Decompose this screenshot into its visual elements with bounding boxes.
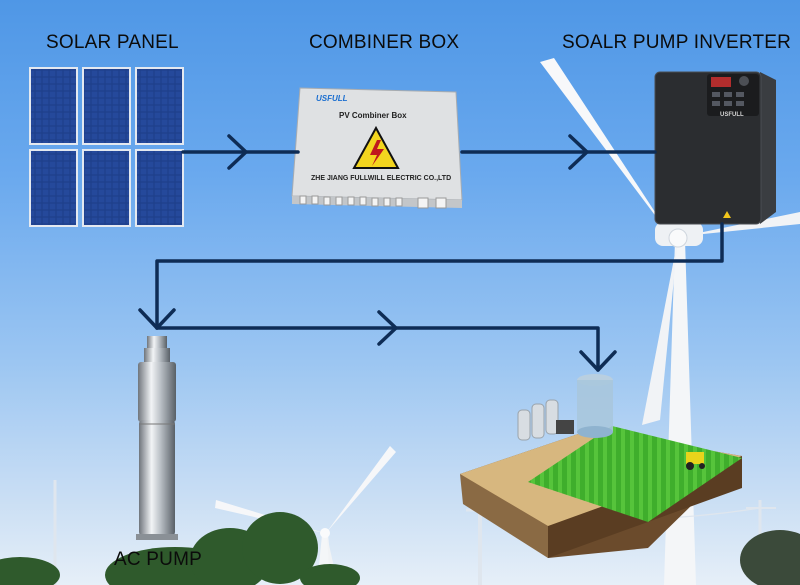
- connector-inverter-to-pump: [155, 222, 724, 330]
- arrow-right-icon: [377, 310, 398, 346]
- trees: [0, 512, 800, 585]
- arrow-down-icon: [579, 350, 617, 372]
- combiner-title: PV Combiner Box: [339, 111, 407, 120]
- storage-tanks: [517, 399, 559, 441]
- combiner-brand: USFULL: [316, 94, 348, 103]
- label-combiner-box: COMBINER BOX: [309, 32, 460, 53]
- combiner-maker: ZHE JIANG FULLWILL ELECTRIC CO.,LTD: [311, 175, 452, 182]
- inverter-brand: USFULL: [720, 112, 744, 118]
- arrow-right-icon: [568, 134, 589, 170]
- inverter-keypad: [712, 92, 744, 106]
- label-solar-panel: SOLAR PANEL: [46, 32, 179, 53]
- label-pump-inverter: SOALR PUMP INVERTER: [562, 32, 792, 53]
- label-ac-pump: AC PUMP: [114, 549, 202, 570]
- solar-panel: [29, 67, 184, 227]
- connector-pump-to-field: [155, 326, 600, 372]
- arrow-right-icon: [227, 134, 248, 170]
